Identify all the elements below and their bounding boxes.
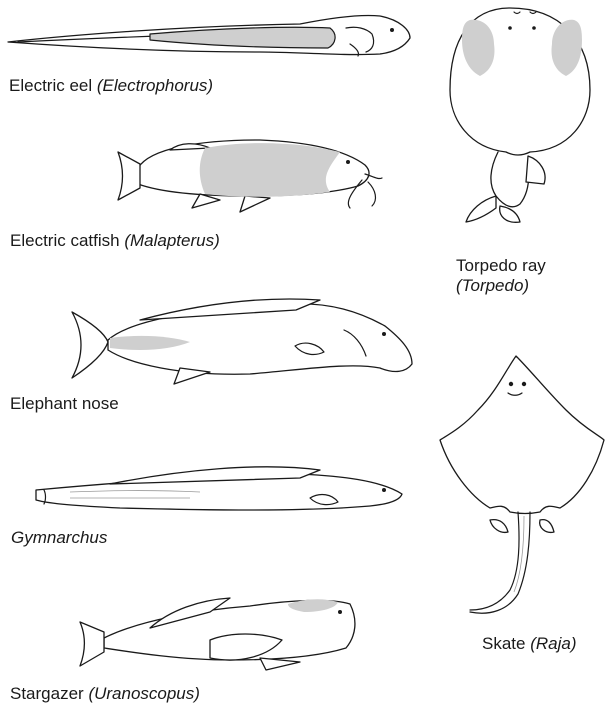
- electric-catfish-name: Electric catfish: [10, 231, 120, 250]
- elephant-nose-drawing: [72, 299, 412, 384]
- stargazer-drawing: [80, 598, 355, 670]
- gymnarchus-genus: Gymnarchus: [11, 528, 107, 547]
- stargazer-genus: (Uranoscopus): [88, 684, 200, 703]
- skate-genus: (Raja): [530, 634, 576, 653]
- electric-eel-name: Electric eel: [9, 76, 92, 95]
- elephant-nose-name: Elephant nose: [10, 394, 119, 413]
- gymnarchus-label: Gymnarchus: [11, 528, 107, 548]
- electric-eel-drawing: [8, 15, 410, 56]
- electric-catfish-genus: (Malapterus): [124, 231, 219, 250]
- skate-name: Skate: [482, 634, 525, 653]
- torpedo-ray-drawing: [450, 8, 590, 222]
- torpedo-ray-genus: (Torpedo): [456, 276, 546, 296]
- electric-catfish-label: Electric catfish (Malapterus): [10, 231, 220, 251]
- stargazer-label: Stargazer (Uranoscopus): [10, 684, 200, 704]
- torpedo-ray-name: Torpedo ray: [456, 256, 546, 276]
- torpedo-ray-label: Torpedo ray(Torpedo): [456, 256, 546, 296]
- skate-drawing: [440, 356, 604, 613]
- electric-eel-genus: (Electrophorus): [97, 76, 213, 95]
- elephant-nose-label: Elephant nose: [10, 394, 119, 414]
- stargazer-name: Stargazer: [10, 684, 84, 703]
- gymnarchus-drawing: [36, 467, 402, 510]
- electric-eel-label: Electric eel (Electrophorus): [9, 76, 213, 96]
- skate-label: Skate (Raja): [482, 634, 577, 654]
- electric-catfish-drawing: [118, 140, 382, 212]
